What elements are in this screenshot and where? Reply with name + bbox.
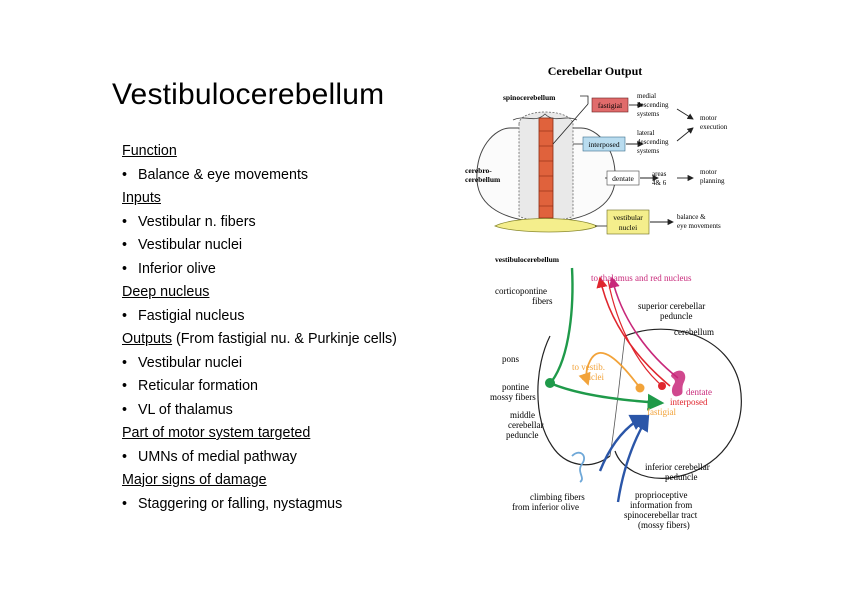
- bullet-item: Staggering or falling, nystagmus: [122, 493, 452, 517]
- function-heading: Function: [122, 143, 177, 159]
- interposed-label: interposed: [588, 140, 619, 149]
- to-vestib-label-2: nuclei: [582, 372, 604, 382]
- superior-label-2: peduncle: [660, 311, 692, 321]
- to-vestib-pathway: [578, 352, 641, 389]
- dentate-label: dentate: [612, 174, 634, 183]
- climbing-label-2: from inferior olive: [512, 502, 579, 512]
- corticopontine-pathway: [551, 267, 574, 382]
- middle-label-3: peduncle: [506, 430, 538, 440]
- fig1-title: Cerebellar Output: [548, 64, 643, 78]
- motor-plan-label-2: planning: [700, 177, 725, 185]
- body-text: Function Balance & eye movements Inputs …: [122, 140, 452, 516]
- inferior-olive-squiggle: [571, 451, 585, 483]
- cerebellar-output-figure: Cerebellar Output spinocerebellum cerebr…: [465, 64, 728, 264]
- lateral-label-3: systems: [637, 147, 659, 155]
- slide-title: Vestibulocerebellum: [112, 78, 385, 111]
- middle-label-1: middle: [510, 410, 535, 420]
- label-cerebro-2: cerebellum: [465, 175, 501, 184]
- inputs-heading: Inputs: [122, 190, 161, 206]
- fastigial-dot: [635, 383, 645, 393]
- cerebellum-schematic: [476, 111, 616, 233]
- balance-label-1: balance &: [677, 213, 706, 221]
- medial-label-2: descending: [637, 101, 669, 109]
- dentate-label-2: dentate: [686, 387, 712, 397]
- bullet-item: UMNs of medial pathway: [122, 446, 452, 470]
- inferior-label-2: peduncle: [665, 472, 697, 482]
- to-vestib-label-1: to vestib.: [572, 362, 605, 372]
- outputs-heading: Outputs: [122, 331, 173, 347]
- mossy-fiber-pathway: [549, 381, 665, 411]
- middle-label-2: cerebellar: [508, 420, 543, 430]
- bullet-item: Reticular formation: [122, 375, 452, 399]
- pontine-label-2: mossy fibers: [490, 392, 536, 402]
- bullet-item: Vestibular nuclei: [122, 352, 452, 376]
- areas-label-1: areas: [652, 170, 667, 178]
- areas-label-2: 4& 6: [652, 179, 667, 187]
- climbing-label-1: climbing fibers: [530, 492, 585, 502]
- interposed-dot: [658, 382, 666, 390]
- cerebellar-pathways-figure: to thalamus and red nucleus corticoponti…: [490, 267, 742, 530]
- label-cerebro-1: cerebro-: [465, 166, 492, 175]
- dentate-nucleus: [671, 370, 686, 397]
- pons-outline: [537, 335, 611, 466]
- lateral-label-2: descending: [637, 138, 669, 146]
- superior-label-1: superior cerebellar: [638, 301, 705, 311]
- damage-signs-heading: Major signs of damage: [122, 472, 267, 488]
- superior-peduncle-magenta: [608, 276, 679, 379]
- medial-label-1: medial: [637, 92, 656, 100]
- pons-label: pons: [502, 354, 520, 364]
- interposed-box: [582, 136, 626, 152]
- vermis-bar: [538, 117, 554, 219]
- dentate-box: [606, 170, 640, 186]
- motor-exec-label-1: motor: [700, 114, 717, 122]
- pontine-label-1: pontine: [502, 382, 529, 392]
- label-spinocerebellum: spinocerebellum: [503, 93, 556, 102]
- lateral-label-1: lateral: [637, 129, 655, 137]
- corticopontine-label-1: corticopontine: [495, 286, 547, 296]
- fastigial-label: fastigial: [598, 101, 622, 110]
- outputs-suffix: (From fastigial nu. & Purkinje cells): [172, 331, 397, 347]
- bullet-item: Inferior olive: [122, 258, 452, 282]
- corticopontine-label-2: fibers: [532, 296, 553, 306]
- proprio-label-2: information from: [630, 500, 692, 510]
- motor-system-heading: Part of motor system targeted: [122, 425, 311, 441]
- proprio-label-3: spinocerebellar tract: [624, 510, 698, 520]
- interposed-label-2: interposed: [670, 397, 708, 407]
- bullet-item: Balance & eye movements: [122, 164, 452, 188]
- fastigial-box: [591, 97, 629, 113]
- proprioceptive-pathway: [616, 413, 650, 503]
- cerebellum-outline: [614, 328, 742, 479]
- bullet-item: Vestibular nuclei: [122, 234, 452, 258]
- motor-exec-label-2: execution: [700, 123, 728, 131]
- bullet-item: Fastigial nucleus: [122, 305, 452, 329]
- motor-plan-label-1: motor: [700, 168, 717, 176]
- outputs-line: Outputs (From fastigial nu. & Purkinje c…: [122, 328, 452, 352]
- cerebellum-label: cerebellum: [674, 327, 714, 337]
- bullet-item: VL of thalamus: [122, 399, 452, 423]
- bullet-item: Vestibular n. fibers: [122, 211, 452, 235]
- balance-label-2: eye movements: [677, 222, 721, 230]
- deep-nucleus-heading: Deep nucleus: [122, 284, 210, 300]
- thalamus-label: to thalamus and red nucleus: [591, 273, 692, 283]
- vestibular-nuclei-label-1: vestibular: [613, 213, 643, 222]
- proprio-label-4: (mossy fibers): [638, 520, 690, 530]
- label-vestibulocerebellum: vestibulocerebellum: [495, 255, 560, 264]
- vestibular-nuclei-box: [606, 209, 650, 235]
- medial-label-3: systems: [637, 110, 659, 118]
- proprio-label-1: proprioceptive: [635, 490, 687, 500]
- inferior-label-1: inferior cerebellar: [645, 462, 710, 472]
- superior-peduncle-red: [596, 276, 671, 387]
- fastigial-label-2: fastigial: [647, 407, 676, 417]
- vestibular-nuclei-label-2: nuclei: [619, 223, 637, 232]
